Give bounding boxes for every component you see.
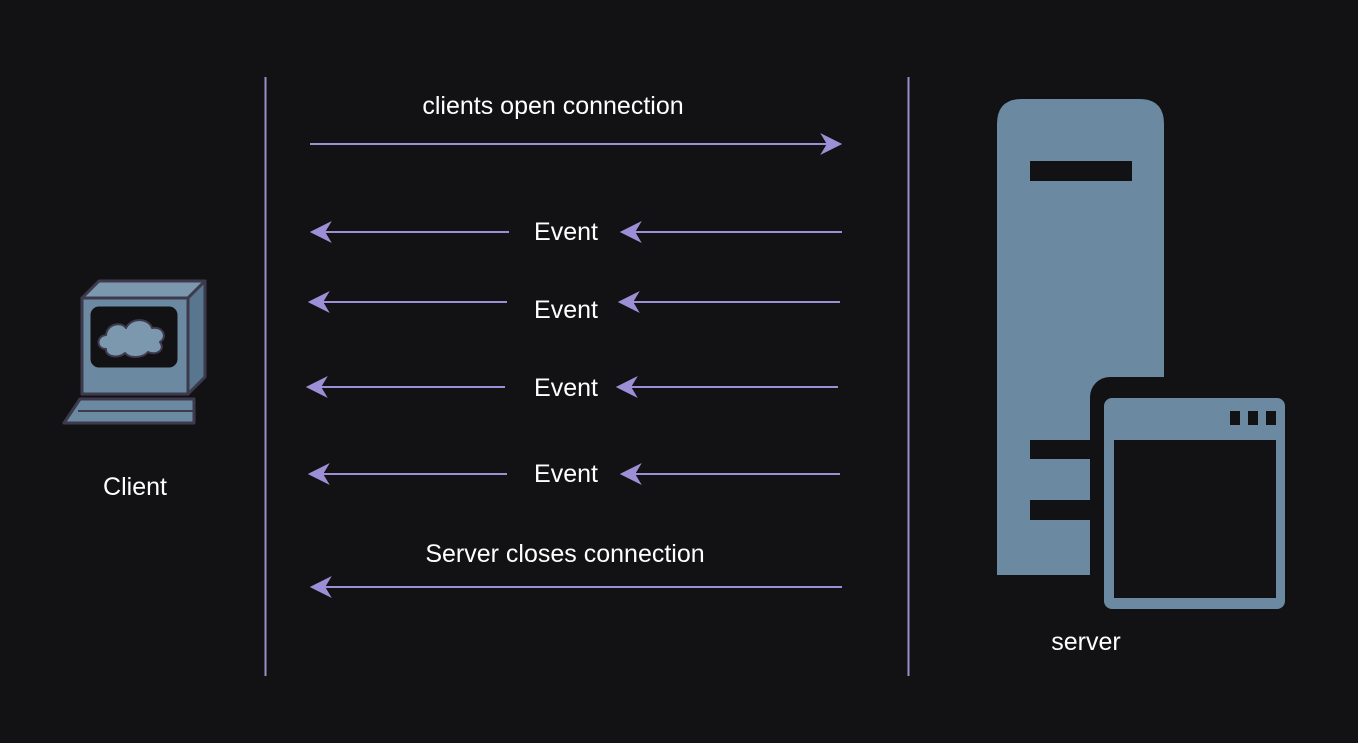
- event-label-4: Event: [534, 460, 598, 488]
- event-label-1: Event: [534, 218, 598, 246]
- close-connection-label: Server closes connection: [425, 540, 705, 568]
- computer-terminal-icon: [62, 279, 207, 425]
- event-label-2: Event: [534, 296, 598, 324]
- event-label-3: Event: [534, 374, 598, 402]
- client-label: Client: [103, 473, 167, 501]
- server-label: server: [1051, 628, 1121, 656]
- app-window-icon: [1090, 377, 1300, 622]
- open-connection-label: clients open connection: [422, 92, 684, 120]
